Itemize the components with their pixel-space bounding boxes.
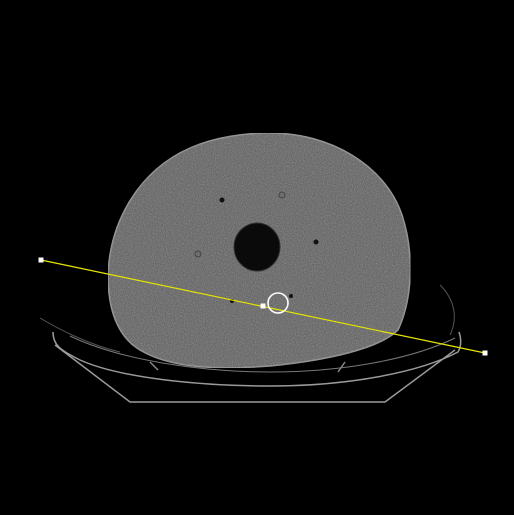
- support-strut: [337, 361, 346, 373]
- table-outer: [52, 331, 462, 387]
- insert-dot: [289, 294, 293, 298]
- table-side-left: [39, 317, 121, 353]
- measurement-mid-handle[interactable]: [260, 303, 266, 309]
- support-strut: [149, 361, 159, 371]
- insert-dot: [313, 239, 319, 245]
- insert-dot: [194, 250, 202, 258]
- table-base: [54, 344, 456, 403]
- table-side-right: [439, 284, 455, 336]
- table-inner: [69, 335, 456, 373]
- central-air-hole: [233, 222, 281, 272]
- measurement-start-handle[interactable]: [38, 257, 44, 263]
- insert-dot: [219, 197, 225, 203]
- insert-dot: [278, 191, 286, 199]
- circle-roi[interactable]: [267, 292, 289, 314]
- measurement-end-handle[interactable]: [482, 350, 488, 356]
